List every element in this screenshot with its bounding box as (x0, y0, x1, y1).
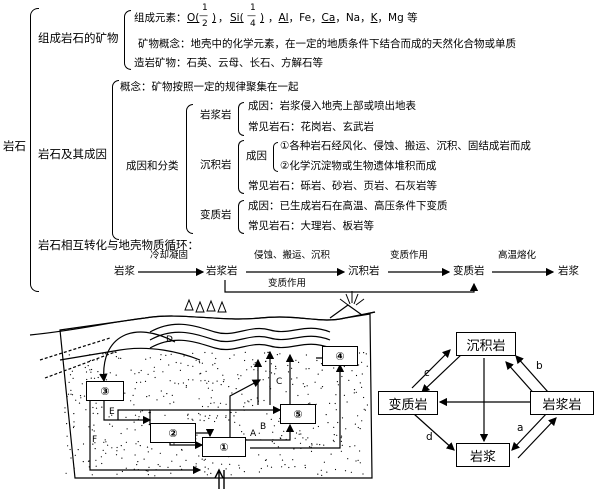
volcano-plume-icon (339, 291, 365, 306)
geo-letter-a: A (250, 429, 257, 439)
sed-cause-1: ①各种岩石经风化、侵蚀、搬运、沉积、固结成岩而成 (280, 140, 531, 152)
geo-box-1: ① (202, 437, 246, 457)
flow-node-3: 变质岩 (453, 265, 485, 277)
geo-letter-e: E (109, 407, 115, 417)
geo-letter-b: B (260, 422, 267, 432)
element-si: Si( (230, 12, 244, 24)
geo-box-5: ⑤ (280, 404, 316, 424)
igneous-cause: 成因：岩浆侵入地壳上部或喷出地表 (248, 100, 416, 112)
flow-node-0: 岩浆 (114, 265, 135, 277)
frac-si-line: — (247, 11, 256, 21)
cycle-letter-c: c (424, 367, 430, 379)
sed-examples: 常见岩石：砾岩、砂岩、页岩、石灰岩等 (248, 180, 437, 192)
metamorphic-cause: 成因：已生成岩石在高温、高压条件下变质 (248, 200, 448, 212)
geo-letter-c: C (276, 377, 283, 387)
igneous-name: 岩浆岩 (200, 109, 232, 121)
cycle-node-magma: 岩浆 (456, 443, 510, 467)
geo-letter-d: D (166, 335, 173, 345)
element-si-close: ) (260, 12, 265, 24)
metamorphic-examples: 常见岩石：大理岩、板岩等 (248, 220, 374, 232)
element-colon: ： (176, 12, 187, 24)
flow-label-3: 变质作用 (390, 250, 429, 261)
cycle-letter-b: b (536, 360, 543, 372)
root-brace (30, 8, 39, 292)
cycle-letter-d: d (426, 431, 433, 443)
frac-o-den: 2 (202, 19, 208, 29)
mineral-heading: 组成岩石的矿物 (38, 31, 119, 45)
element-rest: ，Al，Fe，Ca，Na，K，Mg 等 (268, 12, 418, 24)
mineral-examples: 造岩矿物：石英、云母、长石、方解石等 (134, 57, 323, 69)
flow-node-4: 岩浆 (558, 265, 579, 277)
rocks-brace (112, 80, 119, 240)
cycle-letter-a: a (517, 422, 524, 434)
flow-arrows (138, 267, 555, 293)
classify-brace (186, 104, 193, 234)
element-comma: ， (218, 12, 229, 24)
element-o-close: ) (212, 12, 217, 24)
geo-box-3: ③ (86, 381, 124, 401)
frac-o-line: — (199, 11, 208, 21)
flow-label-2: 侵蚀、搬运、沉积 (254, 250, 331, 261)
element-o: O( (187, 12, 200, 24)
geo-box-4: ④ (322, 346, 358, 366)
cycle-node-igneous: 岩浆岩 (530, 391, 594, 415)
rocks-concept: 概念：矿物按照一定的规律聚集在一起 (120, 81, 299, 93)
sedimentary-brace (238, 140, 244, 194)
metamorphic-brace (238, 200, 244, 234)
root-label: 岩石 (3, 139, 26, 153)
frac-si-num: 1 (250, 3, 256, 13)
sed-cause-brace (273, 142, 278, 172)
flow-node-2: 沉积岩 (348, 265, 380, 277)
mineral-brace (124, 10, 131, 70)
elements-label: 组成元素 (134, 12, 176, 24)
metamorphic-name: 变质岩 (200, 209, 232, 221)
cycle-heading: 岩石相互转化与地壳物质循环： (38, 238, 199, 252)
flow-label-1: 冷却凝固 (150, 250, 189, 261)
geo-box-2: ② (150, 423, 196, 443)
cycle-node-sedimentary: 沉积岩 (456, 332, 516, 356)
frac-o-num: 1 (202, 3, 208, 13)
flow-node-1: 岩浆岩 (206, 265, 238, 277)
magma-input-arrow (214, 468, 225, 489)
mineral-concept: 矿物概念：地壳中的化学元素，在一定的地质条件下结合而成的天然化合物或单质 (138, 38, 516, 50)
sed-cause-label: 成因 (246, 150, 267, 162)
tree-icon (184, 298, 227, 313)
sed-cause-2: ②化学沉淀物或生物遗体堆积而成 (280, 160, 437, 172)
frac-si-den: 4 (250, 19, 256, 29)
flow-label-2u: 变质作用 (268, 278, 307, 289)
flow-label-4: 高温熔化 (498, 250, 537, 261)
igneous-brace (238, 102, 244, 136)
rocks-heading: 岩石及其成因 (38, 147, 107, 161)
igneous-examples: 常见岩石：花岗岩、玄武岩 (248, 121, 374, 133)
stipple-texture (64, 351, 368, 477)
geo-letter-f: F (92, 435, 98, 445)
classify-label: 成因和分类 (126, 160, 179, 172)
sedimentary-name: 沉积岩 (200, 159, 232, 171)
cycle-node-metamorphic: 变质岩 (378, 391, 438, 415)
